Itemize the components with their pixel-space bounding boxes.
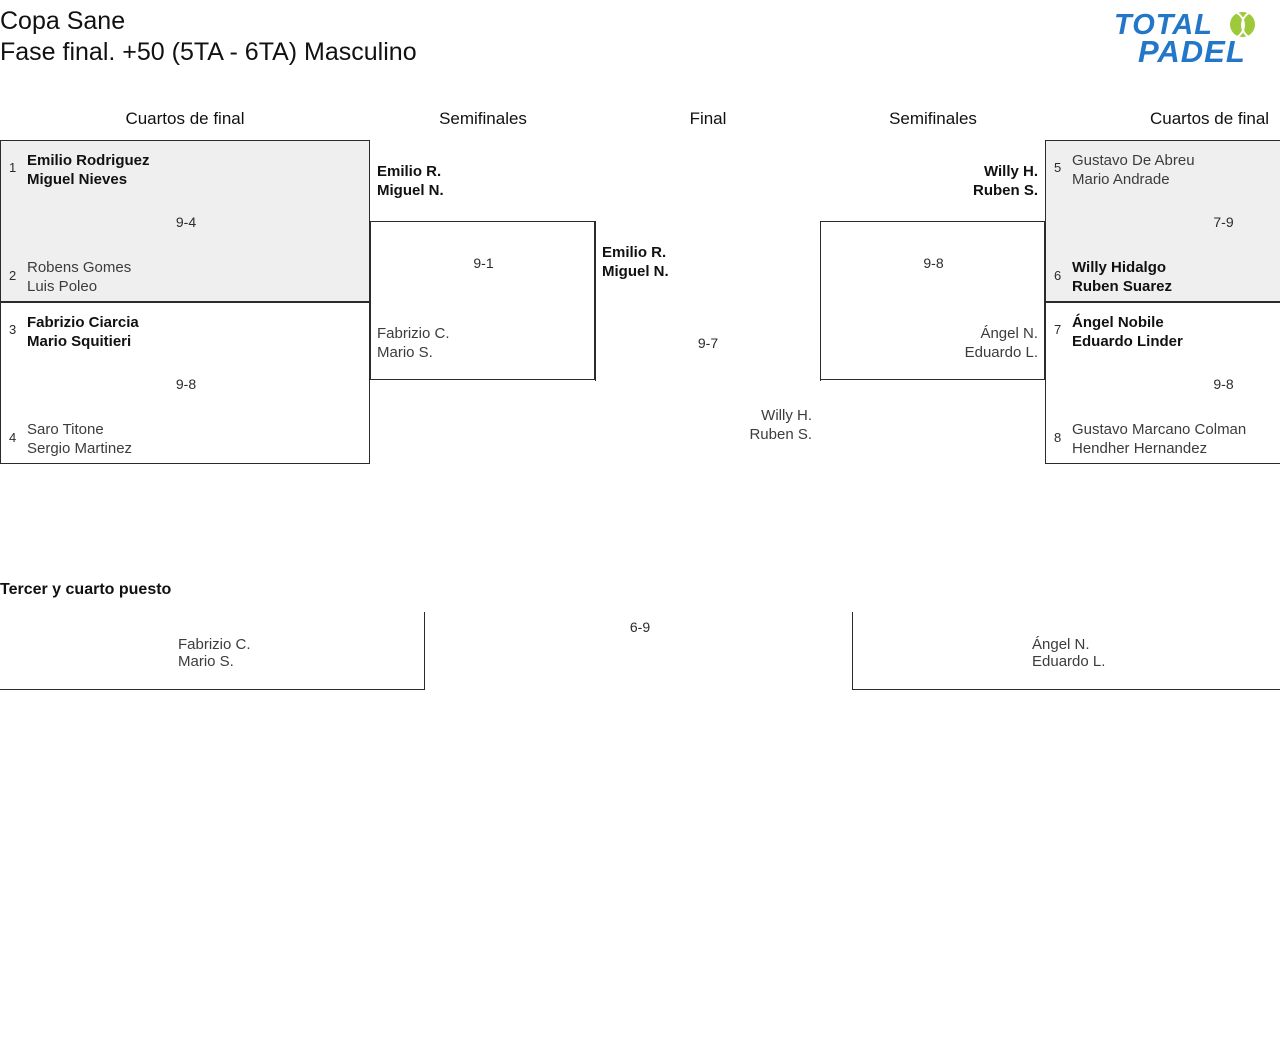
- team-name-line2: Sergio Martinez: [27, 440, 133, 457]
- final-score: 9-7: [697, 335, 719, 351]
- match-score: 9-8: [923, 255, 944, 271]
- total-padel-logo: TOTAL PADEL: [1102, 8, 1274, 70]
- match-score: 9-8: [1213, 376, 1234, 392]
- match-sf-left[interactable]: 9-1: [370, 221, 595, 380]
- logo-word-padel: PADEL: [1138, 34, 1246, 69]
- third-place-left-box[interactable]: [0, 612, 425, 690]
- seed-number: 5: [1054, 160, 1062, 175]
- match-score: 9-4: [175, 214, 197, 230]
- team-name-line1: Saro Titone: [27, 421, 104, 438]
- match-score: 9-8: [175, 376, 197, 392]
- team-name-line2: Eduardo Linder: [1072, 333, 1183, 350]
- third-place-right-line1: Ángel N.: [1032, 636, 1090, 653]
- final-loser-line1: Willy H.: [761, 407, 812, 424]
- tournament-phase: Fase final. +50 (5TA - 6TA) Masculino: [0, 38, 417, 66]
- round-header-final: Final: [689, 109, 727, 128]
- match-qf-right-1[interactable]: 5 Gustavo De Abreu Mario Andrade 7-9 6 W…: [1045, 140, 1280, 302]
- logo-word-total: TOTAL: [1114, 9, 1213, 41]
- team-name-line1: Willy Hidalgo: [1072, 259, 1167, 276]
- sf-left-winner-line2: Miguel N.: [377, 182, 444, 199]
- match-sf-right[interactable]: 9-8: [820, 221, 1045, 380]
- team-name-line1: Robens Gomes: [27, 259, 132, 276]
- seed-number: 6: [1054, 268, 1062, 283]
- team-name-line2: Luis Poleo: [27, 278, 98, 295]
- sf-left-loser-line1: Fabrizio C.: [377, 325, 450, 342]
- page-title: Copa Sane Fase final. +50 (5TA - 6TA) Ma…: [0, 6, 417, 68]
- seed-number: 1: [9, 160, 17, 175]
- third-place-left-line1: Fabrizio C.: [178, 636, 251, 653]
- sf-right-loser-line1: Ángel N.: [980, 325, 1038, 342]
- team-name-line2: Mario Andrade: [1072, 171, 1170, 188]
- final-winner-line2: Miguel N.: [602, 263, 669, 280]
- match-qf-left-1[interactable]: 1 Emilio Rodriguez Miguel Nieves 9-4 2 R…: [0, 140, 370, 302]
- third-place-left-line2: Mario S.: [178, 653, 234, 670]
- round-header-qf-left: Cuartos de final: [125, 109, 245, 128]
- team-name-line2: Miguel Nieves: [27, 171, 128, 188]
- padel-ball-icon: [1230, 12, 1255, 37]
- sf-left-loser-line2: Mario S.: [377, 344, 433, 361]
- team-name-line1: Gustavo De Abreu: [1072, 152, 1195, 169]
- final-connector-left: [595, 221, 596, 381]
- sf-right-winner-line2: Ruben S.: [972, 182, 1038, 199]
- sf-right-loser-line2: Eduardo L.: [964, 344, 1038, 361]
- third-place-right-box[interactable]: [852, 612, 1280, 690]
- team-name-line1: Fabrizio Ciarcia: [27, 314, 139, 331]
- sf-right-winner-line1: Willy H.: [983, 163, 1038, 180]
- seed-number: 7: [1054, 322, 1062, 337]
- final-winner-line1: Emilio R.: [602, 244, 667, 261]
- team-name-line1: Gustavo Marcano Colman: [1072, 421, 1247, 438]
- third-place-title: Tercer y cuarto puesto: [0, 581, 172, 598]
- team-name-line2: Hendher Hernandez: [1072, 440, 1208, 457]
- final-loser-line2: Ruben S.: [749, 426, 812, 443]
- third-place-right-line2: Eduardo L.: [1032, 653, 1106, 670]
- third-place-score: 6-9: [629, 619, 651, 635]
- seed-number: 8: [1054, 430, 1062, 445]
- seed-number: 3: [9, 322, 17, 337]
- seed-number: 4: [9, 430, 17, 445]
- team-name-line1: Ángel Nobile: [1072, 314, 1164, 331]
- round-header-sf-left: Semifinales: [439, 109, 527, 128]
- round-header-sf-right: Semifinales: [889, 109, 977, 128]
- tournament-name: Copa Sane: [0, 7, 126, 35]
- match-qf-right-2[interactable]: 7 Ángel Nobile Eduardo Linder 9-8 8 Gust…: [1045, 302, 1280, 464]
- match-score: 7-9: [1213, 214, 1234, 230]
- match-qf-left-2[interactable]: 3 Fabrizio Ciarcia Mario Squitieri 9-8 4…: [0, 302, 370, 464]
- team-name-line2: Ruben Suarez: [1072, 278, 1173, 295]
- round-header-qf-right: Cuartos de final: [1150, 109, 1270, 128]
- team-name-line2: Mario Squitieri: [27, 333, 132, 350]
- team-name-line1: Emilio Rodriguez: [27, 152, 150, 169]
- sf-left-winner-line1: Emilio R.: [377, 163, 442, 180]
- seed-number: 2: [9, 268, 17, 283]
- match-score: 9-1: [473, 255, 494, 271]
